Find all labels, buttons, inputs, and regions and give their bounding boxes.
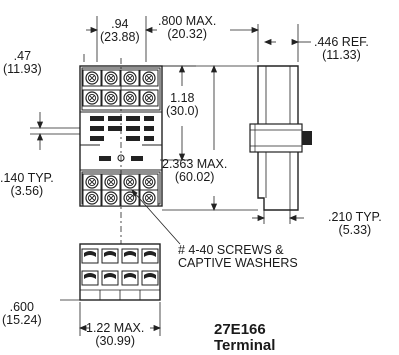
dim-depth-max-inch: .800 MAX. [158,14,217,28]
dim-depth-max: .800 MAX. (20.32) [158,15,216,41]
dim-left-offset-mm: (11.93) [3,62,42,76]
front-view [79,58,163,300]
screws-note-line2: CAPTIVE WASHERS [178,256,298,270]
dim-typ-right-inch: .210 TYP. [328,210,382,224]
dim-typ-left: .140 TYP. (3.56) [0,172,54,198]
dim-height-max: 2.363 MAX. (60.02) [162,158,227,184]
dim-width-top: .94 (23.88) [100,18,140,44]
dim-bottom-offset-mm: (15.24) [2,313,42,327]
dim-width-bottom: 1.22 MAX. (30.99) [86,322,144,348]
dim-bottom-offset-inch: .600 [9,300,34,314]
part-type: Terminal [214,337,276,354]
dim-ref-inch: .446 REF. [314,35,369,49]
dim-ref-mm: (11.33) [322,48,361,62]
dim-mid-height: 1.18 (30.0) [166,92,199,118]
part-number: 27E166 [214,321,266,338]
dim-width-top-mm: (23.88) [100,30,140,44]
dim-width-top-inch: .94 [111,17,129,31]
dim-left-offset-inch: .47 [13,49,32,63]
dimension-lines [30,16,311,336]
part-title: 27E166 Terminal [214,322,275,354]
side-view [249,65,312,211]
dim-typ-left-inch: .140 TYP. [0,171,54,185]
lower-view [79,243,161,301]
dim-typ-right: .210 TYP. (5.33) [328,211,382,237]
screws-note: # 4-40 SCREWS & CAPTIVE WASHERS [178,244,298,270]
dim-height-max-mm: (60.02) [174,170,215,184]
dim-ref: .446 REF. (11.33) [314,36,369,62]
dim-mid-height-mm: (30.0) [166,104,199,118]
dim-width-bottom-mm: (30.99) [95,334,135,348]
dim-typ-left-mm: (3.56) [10,184,44,198]
dim-typ-right-mm: (5.33) [338,223,372,237]
dim-left-offset: .47 (11.93) [3,50,42,76]
dim-height-max-inch: 2.363 MAX. [162,157,228,171]
screws-note-line1: # 4-40 SCREWS & [178,243,284,257]
dim-depth-max-mm: (20.32) [167,27,207,41]
dim-width-bottom-inch: 1.22 MAX. [86,321,145,335]
dim-mid-height-inch: 1.18 [170,91,195,105]
dim-bottom-offset: .600 (15.24) [2,301,42,327]
